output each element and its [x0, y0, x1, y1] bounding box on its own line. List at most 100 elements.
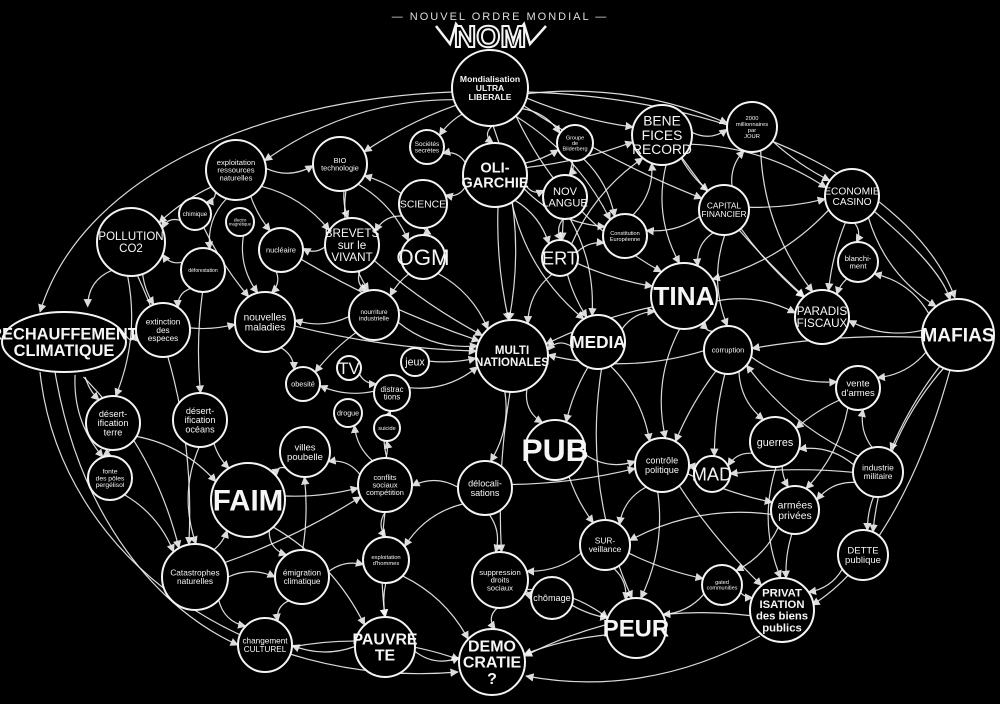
edge-expl-to-chim [205, 191, 217, 206]
node-tv[interactable]: TV [336, 355, 362, 381]
node-shape [180, 247, 226, 293]
node-shape [605, 597, 667, 659]
edge-defo-to-ext [173, 287, 192, 309]
node-surv[interactable]: SUR-veillance [579, 519, 631, 571]
node-shape [835, 365, 881, 411]
node-label-line: NOV [553, 186, 578, 198]
node-shape [400, 347, 430, 377]
node-drog-label: drogue [337, 410, 359, 418]
node-defo[interactable]: déforestation [180, 247, 226, 293]
node-nuc[interactable]: nucléaire [258, 227, 304, 273]
node-guer[interactable]: guerres [749, 416, 801, 468]
node-suic[interactable]: suicide [373, 414, 401, 442]
node-obes[interactable]: obesité [285, 366, 321, 402]
node-mad[interactable]: MAD [692, 455, 732, 493]
node-label-line: PAUVRE [352, 632, 417, 649]
node-deloc[interactable]: délocali-sations [457, 460, 513, 516]
node-label-line: sociaux [487, 584, 513, 593]
edge-explh-to-demo [402, 575, 469, 640]
node-peur[interactable]: PEUR [603, 597, 669, 659]
edge-rech-to-fonte [74, 374, 104, 458]
node-blanch[interactable]: blanchi-ment [837, 241, 879, 283]
node-drog[interactable]: drogue [333, 398, 363, 428]
edge-ctrl-to-priv [678, 485, 763, 586]
node-label-line: GARCHIE [461, 176, 529, 192]
node-corr[interactable]: corruption [703, 325, 753, 375]
edge-oli-to-ert [514, 199, 551, 245]
node-tina[interactable]: TINA [650, 262, 718, 330]
node-chim[interactable]: chimique [178, 197, 212, 231]
node-peur-label: PEUR [603, 615, 669, 642]
edge-media-to-ctrl [610, 365, 653, 442]
node-faim[interactable]: FAIM [210, 462, 286, 538]
edge-cap-to-const [645, 215, 701, 236]
node-label-line: désert- [186, 406, 214, 416]
node-oli[interactable]: OLI-GARCHIE [461, 142, 529, 208]
node-chom[interactable]: chômage [530, 576, 574, 620]
node-label-line: ULTRA [476, 83, 504, 93]
node-label-line: conflits [373, 473, 396, 482]
node-sci[interactable]: SCIENCE [398, 179, 448, 229]
node-label-line: désert- [99, 409, 127, 419]
node-label-line: FISCAUX [797, 317, 848, 330]
node-label-line: contrôle [646, 456, 678, 466]
edge-confl-to-villes [327, 456, 361, 476]
node-label-line: extinction [146, 318, 181, 327]
node-ogm[interactable]: OGM [396, 234, 450, 280]
node-label-line: drogue [337, 410, 359, 418]
node-jeux[interactable]: jeux [400, 347, 430, 377]
node-ert[interactable]: ERT [541, 239, 579, 277]
node-mafias[interactable]: MAFIAS [921, 298, 995, 372]
node-label-line: TV [338, 359, 359, 378]
edge-cap-to-casino [748, 196, 826, 208]
node-media-label: MEDIA [570, 332, 625, 352]
node-shape [770, 485, 820, 535]
node-shape [631, 104, 693, 166]
node-media[interactable]: MEDIA [570, 314, 626, 370]
node-pub[interactable]: PUB [521, 419, 589, 481]
node-label-line: changement [242, 637, 288, 646]
